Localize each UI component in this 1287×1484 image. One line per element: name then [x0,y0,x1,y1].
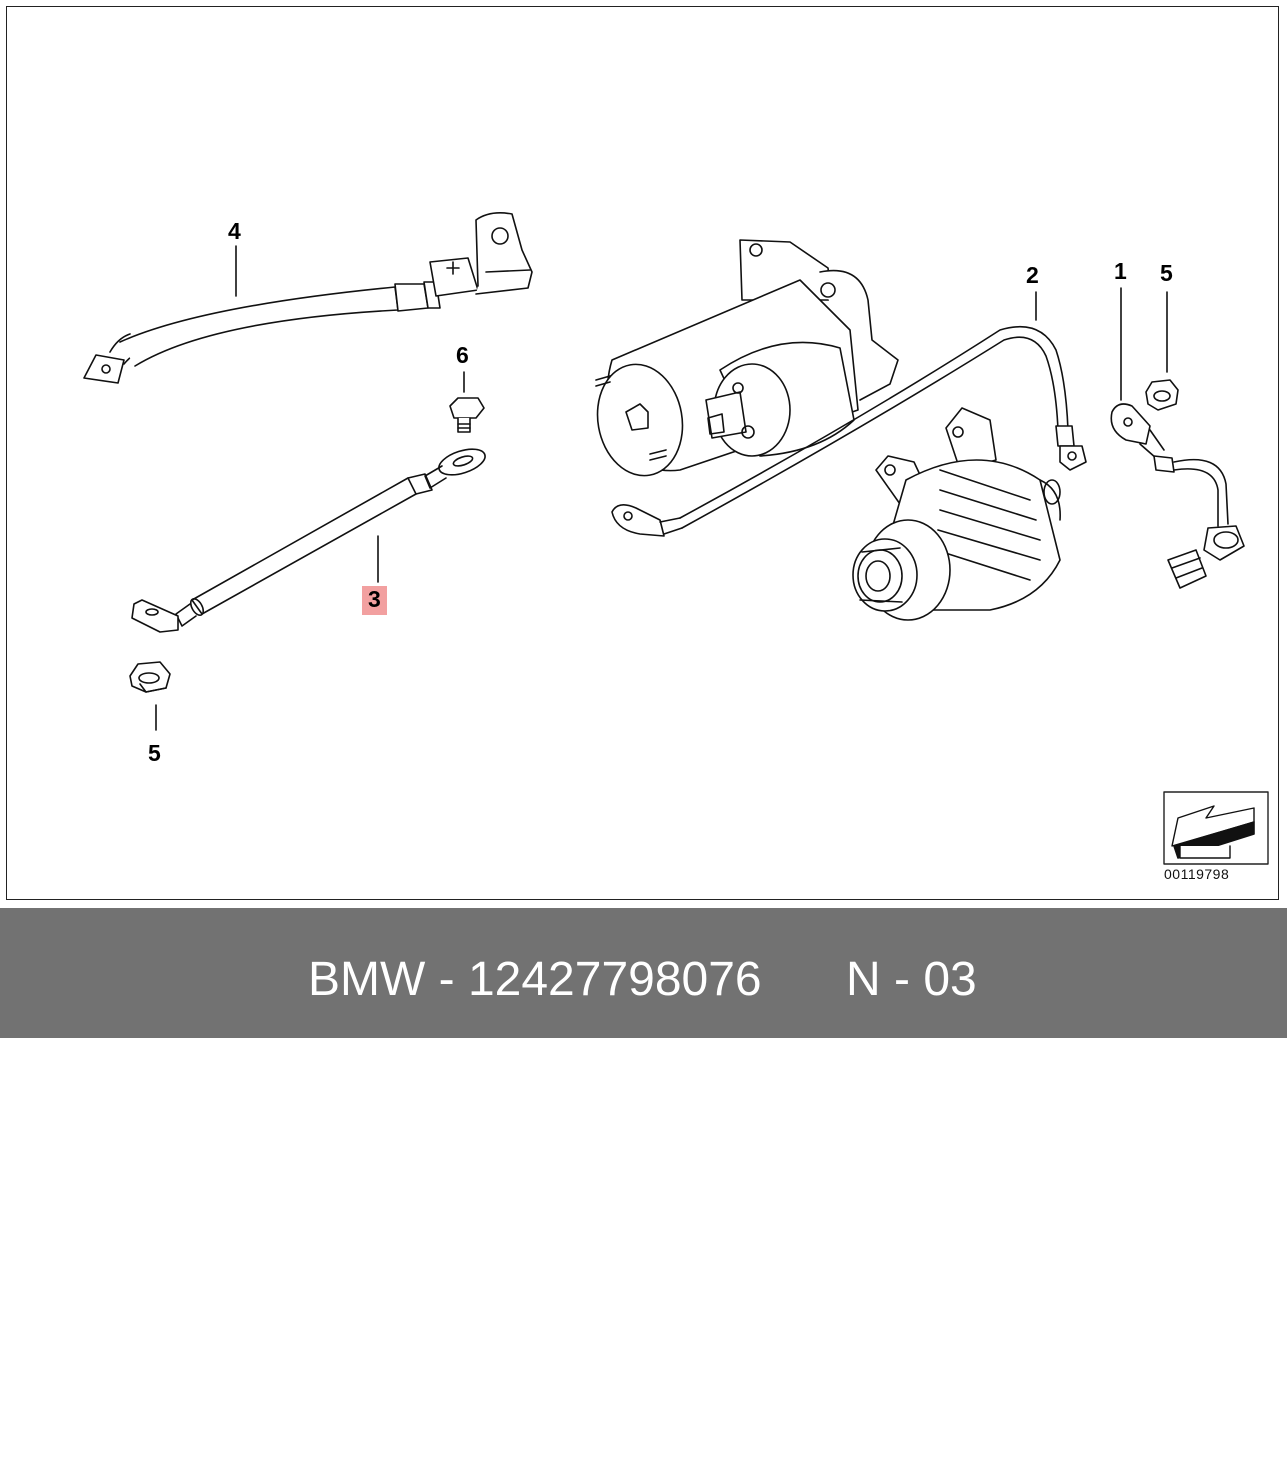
bolt-part-6[interactable] [449,397,485,433]
ground-cable-part-3[interactable] [131,444,488,633]
page-code-label: N - 03 [846,953,977,1006]
starter-motor [595,239,899,477]
callout-3-highlighted[interactable]: 3 [362,586,387,615]
footer-bar: BMW - 12427798076 N - 03 [0,908,1287,1038]
callout-5-right[interactable]: 5 [1160,260,1173,286]
callout-4[interactable]: 4 [228,218,241,244]
callout-2[interactable]: 2 [1026,262,1039,288]
nut-part-5-left[interactable] [129,661,171,693]
footer-text: BMW - 12427798076 N - 03 [0,908,1287,1038]
nut-part-5-right[interactable] [1145,379,1179,411]
callout-5-left[interactable]: 5 [148,740,161,766]
alternator [852,407,1061,621]
ground-cable-part-2[interactable] [611,326,1087,537]
part-number-label: BMW - 12427798076 [308,953,762,1006]
battery-cable-part-4[interactable] [83,212,533,384]
diagram-reference-id: 00119798 [1164,866,1230,882]
sensor-cable-part-1[interactable] [1110,403,1245,589]
callout-1[interactable]: 1 [1114,258,1127,284]
callout-6[interactable]: 6 [456,342,469,368]
parts-diagram [83,212,1269,865]
arrow-left-icon[interactable] [1163,791,1269,865]
